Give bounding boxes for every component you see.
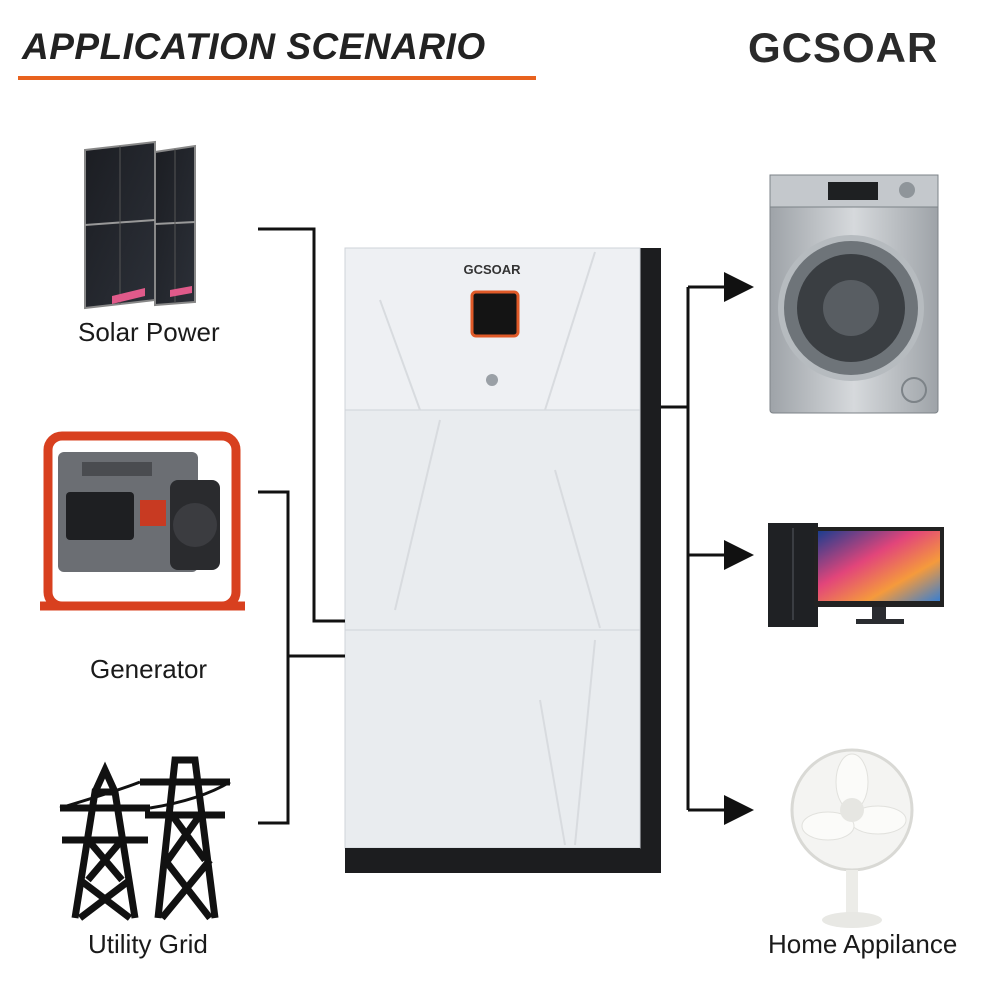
washing-machine-icon [769,174,939,414]
page-title: APPLICATION SCENARIO [22,26,486,67]
output-connector-lines [661,272,754,825]
input-label-generator: Generator [90,654,208,684]
input-label-grid: Utility Grid [88,929,208,959]
fan-icon [790,748,914,928]
unit-brand-text: GCSOAR [463,262,521,277]
generator-icon [40,431,245,611]
input-connector-lines [258,227,345,825]
solar-panel-icon [84,140,196,310]
brand-logo: GCSOAR [748,24,938,72]
transmission-tower-icon [59,756,231,921]
desktop-computer-icon [768,523,944,627]
battery-storage-unit: GCSOAR [344,247,661,873]
title-underline [18,76,536,80]
output-label: Home Appilance [768,929,958,959]
input-label-solar: Solar Power [78,317,220,347]
brand-text: GCSOAR [748,24,939,71]
